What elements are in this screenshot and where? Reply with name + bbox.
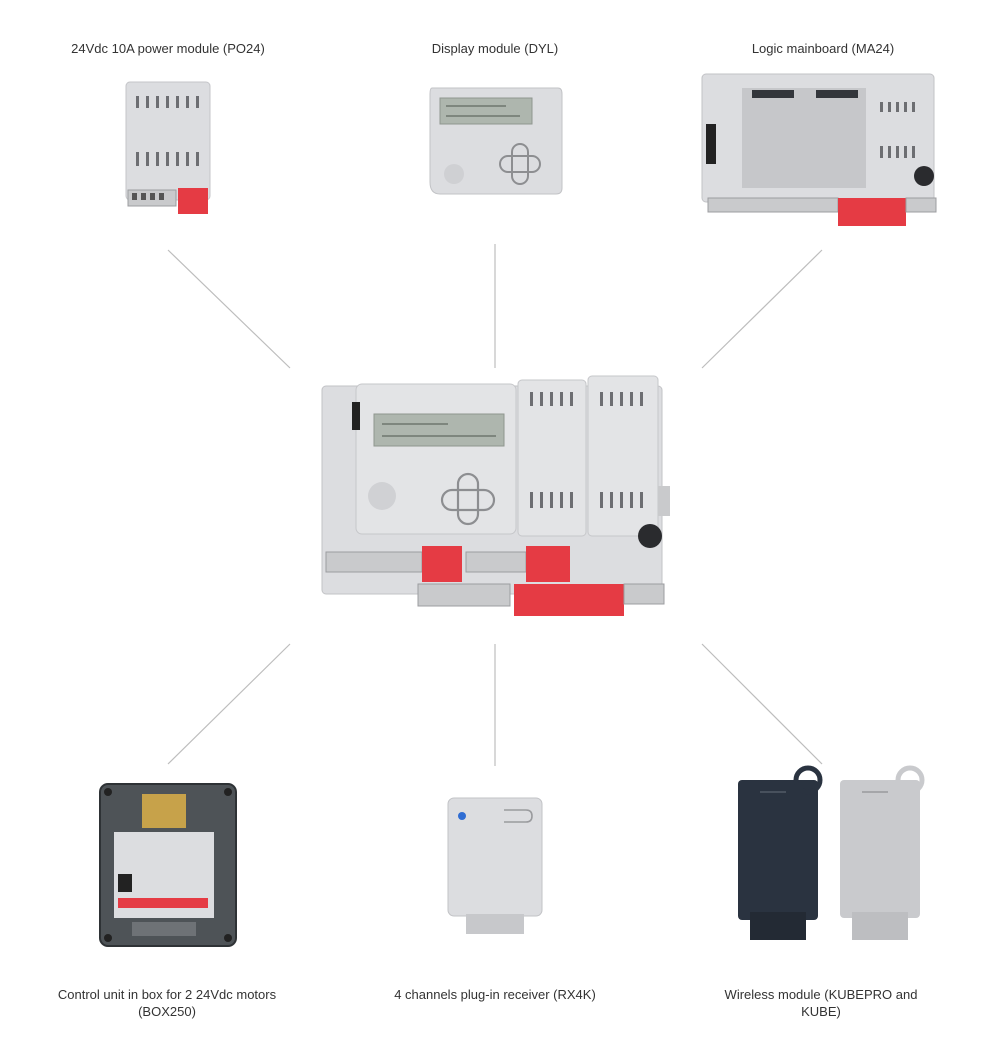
connector-box250 — [167, 643, 291, 765]
wireless-module-photo — [732, 762, 926, 946]
label-po24: 24Vdc 10A power module (PO24) — [71, 41, 265, 56]
power-module-photo — [124, 80, 212, 216]
logic-mainboard-photo — [698, 72, 940, 230]
connector-po24 — [167, 249, 291, 369]
label-kube: Wireless module (KUBEPRO and KUBE) — [724, 987, 918, 1019]
control-unit-board-photo — [318, 366, 670, 620]
label-dyl: Display module (DYL) — [431, 41, 559, 56]
connector-ma24 — [701, 249, 823, 369]
connector-kube — [701, 643, 823, 765]
plug-in-receiver-photo — [444, 796, 546, 938]
display-module-photo — [426, 84, 564, 196]
label-box250: Control unit in box for 2 24Vdc motors (… — [57, 987, 277, 1019]
label-rx4k: 4 channels plug-in receiver (RX4K) — [394, 987, 596, 1002]
label-ma24: Logic mainboard (MA24) — [751, 41, 895, 56]
control-box-photo — [96, 780, 240, 950]
